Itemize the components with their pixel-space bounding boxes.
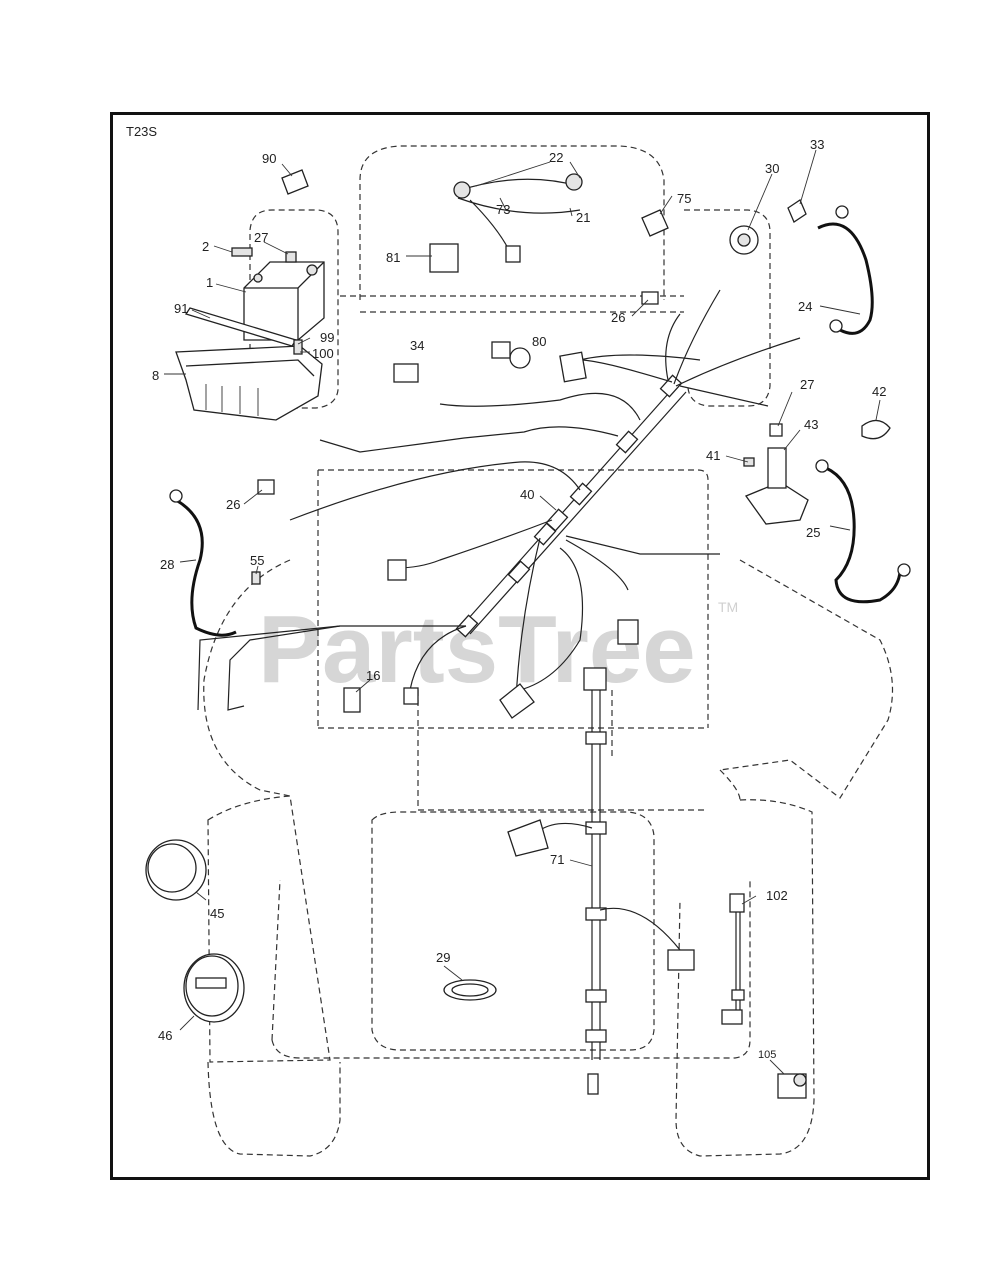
fuse-26b <box>257 479 275 495</box>
connector-16 <box>343 687 361 713</box>
connector-71-left <box>507 819 549 857</box>
connector-16b <box>403 687 419 705</box>
callout-75: 75 <box>677 191 691 206</box>
callout-41: 41 <box>706 448 720 463</box>
callout-46: 46 <box>158 1028 172 1043</box>
relay-81 <box>429 243 459 273</box>
battery-tray-8 <box>175 345 323 421</box>
callout-29: 29 <box>436 950 450 965</box>
fuse-26a <box>641 291 659 305</box>
boot-27b <box>769 423 783 437</box>
callout-40: 40 <box>520 487 534 502</box>
callout-28: 28 <box>160 557 174 572</box>
screw-55 <box>251 571 261 585</box>
connector-left <box>387 559 407 581</box>
cable-tie-29 <box>443 979 497 1001</box>
battery-1 <box>243 261 325 341</box>
callout-33: 33 <box>810 137 824 152</box>
callout-55: 55 <box>250 553 264 568</box>
callout-8: 8 <box>152 368 159 383</box>
cable-25 <box>815 459 911 604</box>
callout-27a: 27 <box>254 230 268 245</box>
watermark: PartsTree <box>258 596 696 703</box>
nut-27a <box>285 251 297 263</box>
callout-16: 16 <box>366 668 380 683</box>
callout-2: 2 <box>202 239 209 254</box>
diagram-code: T23S <box>126 124 158 139</box>
cable-24 <box>817 205 874 335</box>
harness-71 <box>539 667 681 1095</box>
cable-28 <box>169 489 237 637</box>
hourmeter-46 <box>183 953 245 1023</box>
screw-41 <box>743 457 755 467</box>
connector-71-right <box>667 949 695 971</box>
connector-center <box>499 683 535 719</box>
screw-99-100 <box>293 339 303 355</box>
watermark-tm: TM <box>718 599 738 615</box>
part-80 <box>491 341 531 369</box>
part-90 <box>281 169 309 195</box>
callout-91: 91 <box>174 301 188 316</box>
callout-45: 45 <box>210 906 224 921</box>
connector-34 <box>393 363 419 383</box>
solenoid-43 <box>744 447 809 525</box>
callout-34: 34 <box>410 338 424 353</box>
key-33 <box>787 199 807 223</box>
callout-102: 102 <box>766 888 788 903</box>
callout-22: 22 <box>549 150 563 165</box>
callout-81: 81 <box>386 250 400 265</box>
ignition-switch-30 <box>729 225 759 255</box>
hourmeter-105 <box>777 1073 807 1099</box>
callout-30: 30 <box>765 161 779 176</box>
callout-42: 42 <box>872 384 886 399</box>
harness-102 <box>721 893 745 1025</box>
callout-73: 73 <box>496 202 510 217</box>
ammeter-45 <box>145 839 207 901</box>
callout-24: 24 <box>798 299 812 314</box>
switch-75 <box>641 209 669 237</box>
callout-43: 43 <box>804 417 818 432</box>
callout-25: 25 <box>806 525 820 540</box>
callout-labels: 90 22 30 33 2 27 73 21 75 81 1 91 26 24 … <box>152 137 886 1061</box>
callout-27b: 27 <box>800 377 814 392</box>
callout-71: 71 <box>550 852 564 867</box>
callout-90: 90 <box>262 151 276 166</box>
boot-42 <box>861 419 891 440</box>
callout-99: 99 <box>320 330 334 345</box>
part-label-square <box>559 351 587 383</box>
main-harness-40 <box>197 289 801 711</box>
callout-100: 100 <box>312 346 334 361</box>
leader-lines <box>164 149 881 1075</box>
callout-26b: 26 <box>226 497 240 512</box>
bolt-2 <box>231 247 253 257</box>
connector-right <box>617 619 639 645</box>
callout-21: 21 <box>576 210 590 225</box>
callout-1: 1 <box>206 275 213 290</box>
callout-105: 105 <box>758 1049 776 1061</box>
tractor-outline <box>203 145 894 1157</box>
callout-80: 80 <box>532 334 546 349</box>
headlight-harness-21-22-73 <box>453 173 583 263</box>
callout-26a: 26 <box>611 310 625 325</box>
